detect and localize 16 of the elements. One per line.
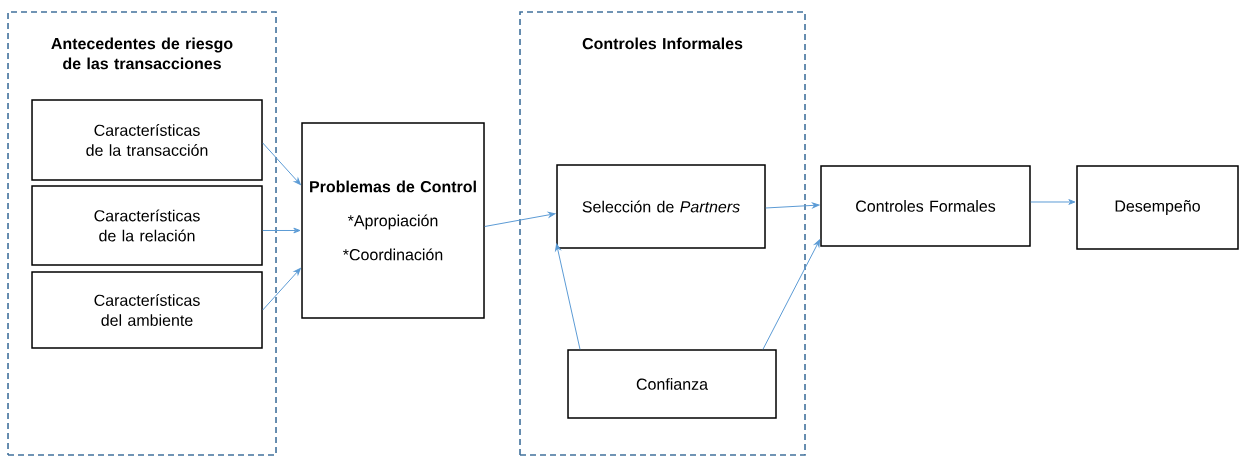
- group-title: Controles Informales: [582, 37, 743, 50]
- arrow: [1030, 199, 1076, 205]
- group-title: Antecedentes de riesgo de las transacciones: [51, 37, 233, 70]
- arrow: [762, 239, 821, 350]
- arrow: [555, 243, 581, 350]
- process-box: Selección de Partners: [556, 164, 766, 249]
- arrow: [262, 227, 301, 234]
- arrow: [765, 202, 820, 209]
- process-box: Confianza: [567, 349, 777, 419]
- process-box: Controles Formales: [820, 165, 1031, 247]
- process-box: Características de la transacción: [31, 99, 263, 181]
- process-box: Características de la relación: [31, 185, 263, 266]
- arrow: [484, 212, 556, 227]
- process-box: Características del ambiente: [31, 271, 263, 349]
- process-box: Problemas de Control *Apropiación *Coordinación: [301, 122, 485, 319]
- process-box: Desempeño: [1076, 165, 1239, 250]
